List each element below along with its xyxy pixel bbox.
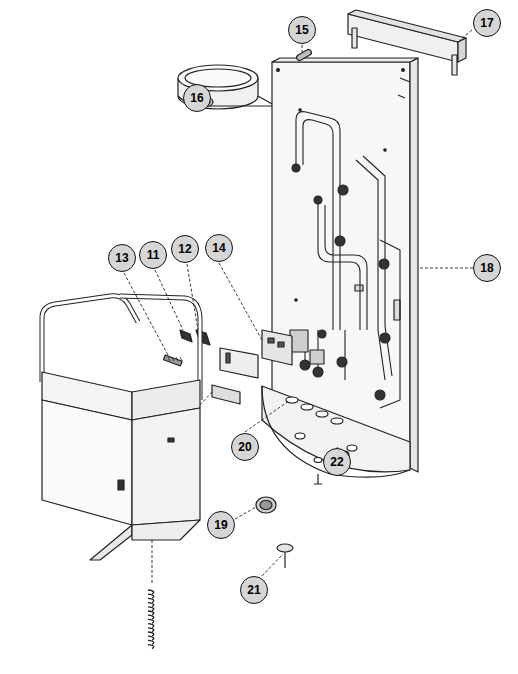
callout-text: 19 xyxy=(214,518,227,532)
callout-text: 14 xyxy=(212,241,225,255)
callout-text: 16 xyxy=(190,91,203,105)
spring-coil xyxy=(148,607,154,611)
spring-coil xyxy=(148,611,154,615)
callout-text: 18 xyxy=(480,261,493,275)
callout-number: 22 xyxy=(323,448,351,476)
spring-coil xyxy=(148,636,154,640)
small-parts xyxy=(203,48,312,106)
spring-coil xyxy=(148,632,154,636)
callout-number: 20 xyxy=(231,433,259,461)
callout-number: 13 xyxy=(108,244,136,272)
leader-lines xyxy=(124,30,473,585)
callout-number: 18 xyxy=(473,254,501,282)
pipework xyxy=(290,112,400,408)
callout-text: 15 xyxy=(295,23,308,37)
callout-text: 13 xyxy=(115,251,128,265)
spring-coil xyxy=(148,603,154,607)
callout-text: 21 xyxy=(247,583,260,597)
callout-number: 15 xyxy=(288,16,316,44)
callout-number: 16 xyxy=(183,84,211,112)
spring-coil xyxy=(148,640,154,644)
spring-coil xyxy=(148,590,154,594)
spring-coil xyxy=(148,598,154,602)
spring-coil xyxy=(148,624,154,628)
callout-text: 11 xyxy=(147,248,160,262)
grommets xyxy=(256,497,293,568)
spring xyxy=(148,590,154,649)
spring-coil xyxy=(148,619,154,623)
spring-coil xyxy=(148,645,154,649)
callout-number: 19 xyxy=(207,511,235,539)
spring-coil xyxy=(148,594,154,598)
spring-coil xyxy=(148,615,154,619)
callout-number: 21 xyxy=(240,576,268,604)
bottom-tray xyxy=(262,386,410,484)
control-box xyxy=(42,296,200,560)
callout-text: 22 xyxy=(330,455,343,469)
spring-coil xyxy=(148,628,154,632)
wall-bracket xyxy=(348,10,466,75)
callout-text: 12 xyxy=(178,242,191,256)
callout-text: 17 xyxy=(480,16,493,30)
callout-number: 12 xyxy=(171,235,199,263)
callout-number: 17 xyxy=(473,9,501,37)
callout-text: 20 xyxy=(238,440,251,454)
callout-number: 11 xyxy=(139,241,167,269)
callout-number: 14 xyxy=(205,234,233,262)
